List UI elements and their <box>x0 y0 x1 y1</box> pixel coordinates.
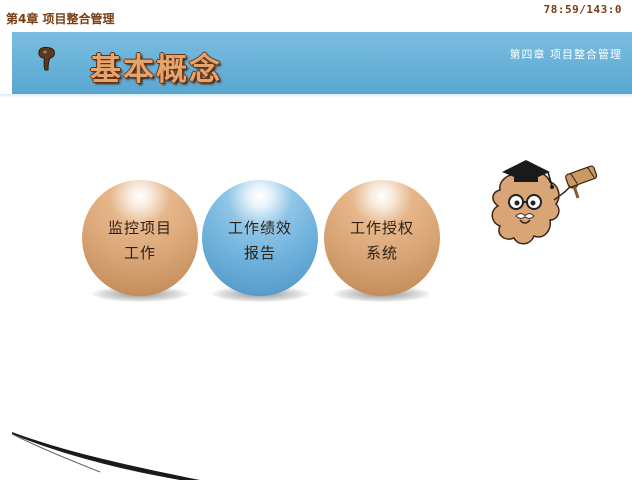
playback-timer: 78:59/143:0 <box>543 3 622 16</box>
sphere-monitor-project-work[interactable]: 监控项目 工作 <box>82 180 198 296</box>
sphere-label-line: 工作 <box>123 244 156 262</box>
title-banner: 基本概念 第四章 项目整合管理 <box>12 32 632 96</box>
banner-divider <box>0 94 632 98</box>
sphere-label-line: 报告 <box>243 244 276 262</box>
gavel-icon <box>565 165 598 199</box>
professor-mascot-icon <box>491 160 598 245</box>
mascot-body <box>491 170 560 245</box>
chapter-label: 第4章 项目整合管理 <box>6 12 115 26</box>
sphere-label-line: 监控项目 <box>107 219 172 237</box>
slide-title: 基本概念 <box>90 52 222 88</box>
sphere-label: 工作授权 系统 <box>324 216 440 266</box>
sphere-label-line: 系统 <box>365 244 398 262</box>
top-bar: 第4章 项目整合管理 78:59/143:0 <box>0 0 632 32</box>
sphere-label: 监控项目 工作 <box>82 216 198 266</box>
sphere-work-authorization-system[interactable]: 工作授权 系统 <box>324 180 440 296</box>
sphere-work-performance-report[interactable]: 工作绩效 报告 <box>202 180 318 296</box>
sphere-label-line: 工作授权 <box>349 219 414 237</box>
decorative-swoosh <box>11 432 200 480</box>
sphere-label: 工作绩效 报告 <box>202 216 318 266</box>
banner-subtitle: 第四章 项目整合管理 <box>509 48 622 61</box>
bowling-pin-icon <box>38 46 55 71</box>
sphere-label-line: 工作绩效 <box>227 219 292 237</box>
